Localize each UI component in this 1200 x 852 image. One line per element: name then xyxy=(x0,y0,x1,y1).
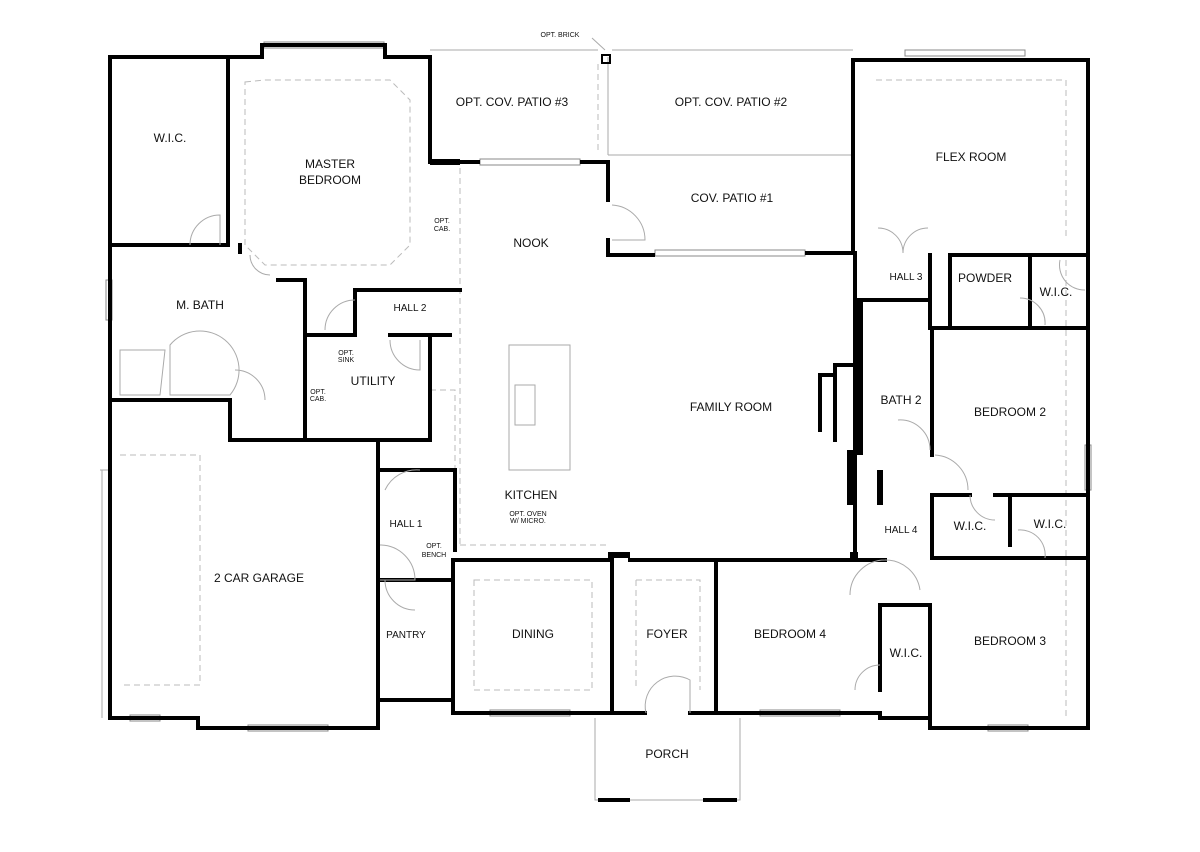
label-opt-cov-patio-3: OPT. COV. PATIO #3 xyxy=(456,95,569,109)
label-opt-bench-1: OPT. xyxy=(426,543,442,550)
label-hall-2: HALL 2 xyxy=(394,303,427,314)
label-m-bath: M. BATH xyxy=(176,298,224,312)
label-kitchen: KITCHEN xyxy=(505,488,558,502)
label-nook: NOOK xyxy=(513,236,548,250)
label-opt-oven-1: OPT. OVEN xyxy=(509,511,546,518)
walls xyxy=(108,43,1090,802)
label-wic-bed2-a: W.I.C. xyxy=(954,519,987,533)
label-opt-sink-1: OPT. xyxy=(338,350,354,357)
label-opt-bench-2: BENCH xyxy=(422,552,447,559)
label-bedroom-4: BEDROOM 4 xyxy=(754,627,826,641)
opt-brick-column xyxy=(601,54,611,64)
label-opt-oven-2: W/ MICRO. xyxy=(510,518,546,525)
label-bedroom-2: BEDROOM 2 xyxy=(974,405,1046,419)
opt-brick-marker xyxy=(591,37,606,51)
doors xyxy=(189,204,1086,714)
label-garage: 2 CAR GARAGE xyxy=(214,571,304,585)
room-labels: W.I.C. MASTER BEDROOM OPT. COV. PATIO #3… xyxy=(154,32,1073,761)
label-dining: DINING xyxy=(512,627,554,641)
label-bedroom-3: BEDROOM 3 xyxy=(974,634,1046,648)
label-opt-cab-util-1: OPT. xyxy=(310,389,326,396)
label-family-room: FAMILY ROOM xyxy=(690,400,772,414)
label-master-bedroom-2: BEDROOM xyxy=(299,173,361,187)
label-opt-cab-nook-1: OPT. xyxy=(434,218,450,225)
label-hall-1: HALL 1 xyxy=(390,519,423,530)
label-wic-bed2-b: W.I.C. xyxy=(1034,517,1067,531)
label-porch: PORCH xyxy=(645,747,688,761)
label-wic-master: W.I.C. xyxy=(154,131,187,145)
label-opt-brick: OPT. BRICK xyxy=(541,32,580,39)
label-master-bedroom-1: MASTER xyxy=(305,157,355,171)
label-foyer: FOYER xyxy=(646,627,688,641)
label-hall-4: HALL 4 xyxy=(885,525,918,536)
label-hall-3: HALL 3 xyxy=(890,272,923,283)
label-opt-sink-2: SINK xyxy=(338,357,355,364)
optional-outlines xyxy=(100,49,1067,801)
label-wic-flex: W.I.C. xyxy=(1040,285,1073,299)
label-cov-patio-1: COV. PATIO #1 xyxy=(691,191,774,205)
label-opt-cov-patio-2: OPT. COV. PATIO #2 xyxy=(675,95,788,109)
label-utility: UTILITY xyxy=(351,374,396,388)
label-opt-cab-nook-2: CAB. xyxy=(434,226,450,233)
label-powder: POWDER xyxy=(958,271,1012,285)
label-flex-room: FLEX ROOM xyxy=(936,150,1007,164)
label-pantry: PANTRY xyxy=(386,630,426,641)
label-bath-2: BATH 2 xyxy=(880,393,921,407)
label-opt-cab-util-2: CAB. xyxy=(310,396,326,403)
label-wic-bed4: W.I.C. xyxy=(890,646,923,660)
